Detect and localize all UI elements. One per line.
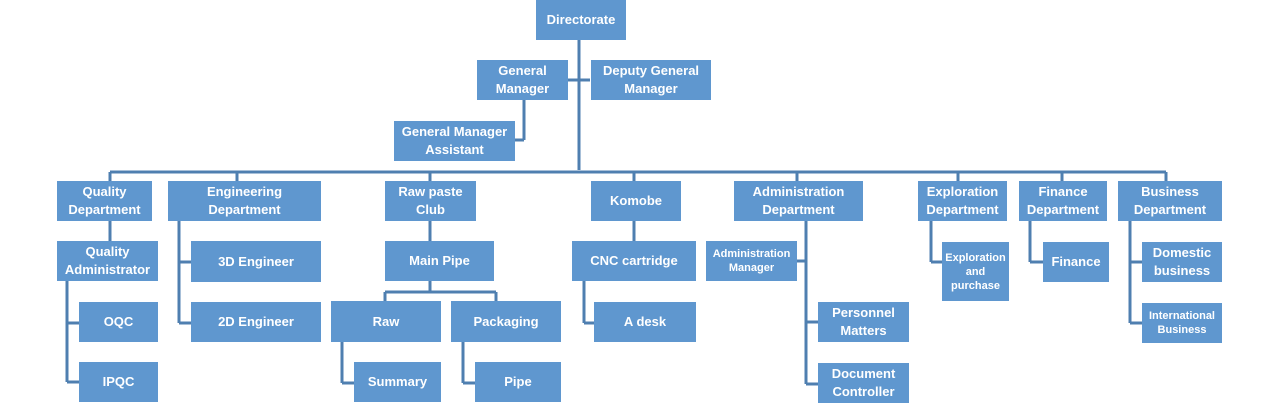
node-cnc-cartridge: CNC cartridge: [572, 241, 696, 281]
node-finance-department: Finance Department: [1019, 181, 1107, 221]
node-komobe: Komobe: [591, 181, 681, 221]
node-document-controller: Document Controller: [818, 363, 909, 403]
node-raw: Raw: [331, 301, 441, 342]
node-quality-administrator: Quality Administrator: [57, 241, 158, 281]
node-international-business: International Business: [1142, 303, 1222, 343]
node-engineering-department: Engineering Department: [168, 181, 321, 221]
node-general-manager-assistant: General Manager Assistant: [394, 121, 515, 161]
node-deputy-general-manager: Deputy General Manager: [591, 60, 711, 100]
node-summary: Summary: [354, 362, 441, 402]
node-exploration-department: Exploration Department: [918, 181, 1007, 221]
node-a-desk: A desk: [594, 302, 696, 342]
node-quality-department: Quality Department: [57, 181, 152, 221]
node-main-pipe: Main Pipe: [385, 241, 494, 281]
node-business-department: Business Department: [1118, 181, 1222, 221]
node-ipqc: IPQC: [79, 362, 158, 402]
node-3d-engineer: 3D Engineer: [191, 241, 321, 282]
node-2d-engineer: 2D Engineer: [191, 302, 321, 342]
node-directorate: Directorate: [536, 0, 626, 40]
node-exploration-and-purchase: Exploration and purchase: [942, 242, 1009, 301]
node-administration-manager: Administration Manager: [706, 241, 797, 281]
node-domestic-business: Domestic business: [1142, 242, 1222, 282]
node-raw-paste-club: Raw paste Club: [385, 181, 476, 221]
node-administration-department: Administration Department: [734, 181, 863, 221]
node-general-manager: General Manager: [477, 60, 568, 100]
node-oqc: OQC: [79, 302, 158, 342]
node-finance: Finance: [1043, 242, 1109, 282]
node-personnel-matters: Personnel Matters: [818, 302, 909, 342]
node-packaging: Packaging: [451, 301, 561, 342]
node-pipe: Pipe: [475, 362, 561, 402]
